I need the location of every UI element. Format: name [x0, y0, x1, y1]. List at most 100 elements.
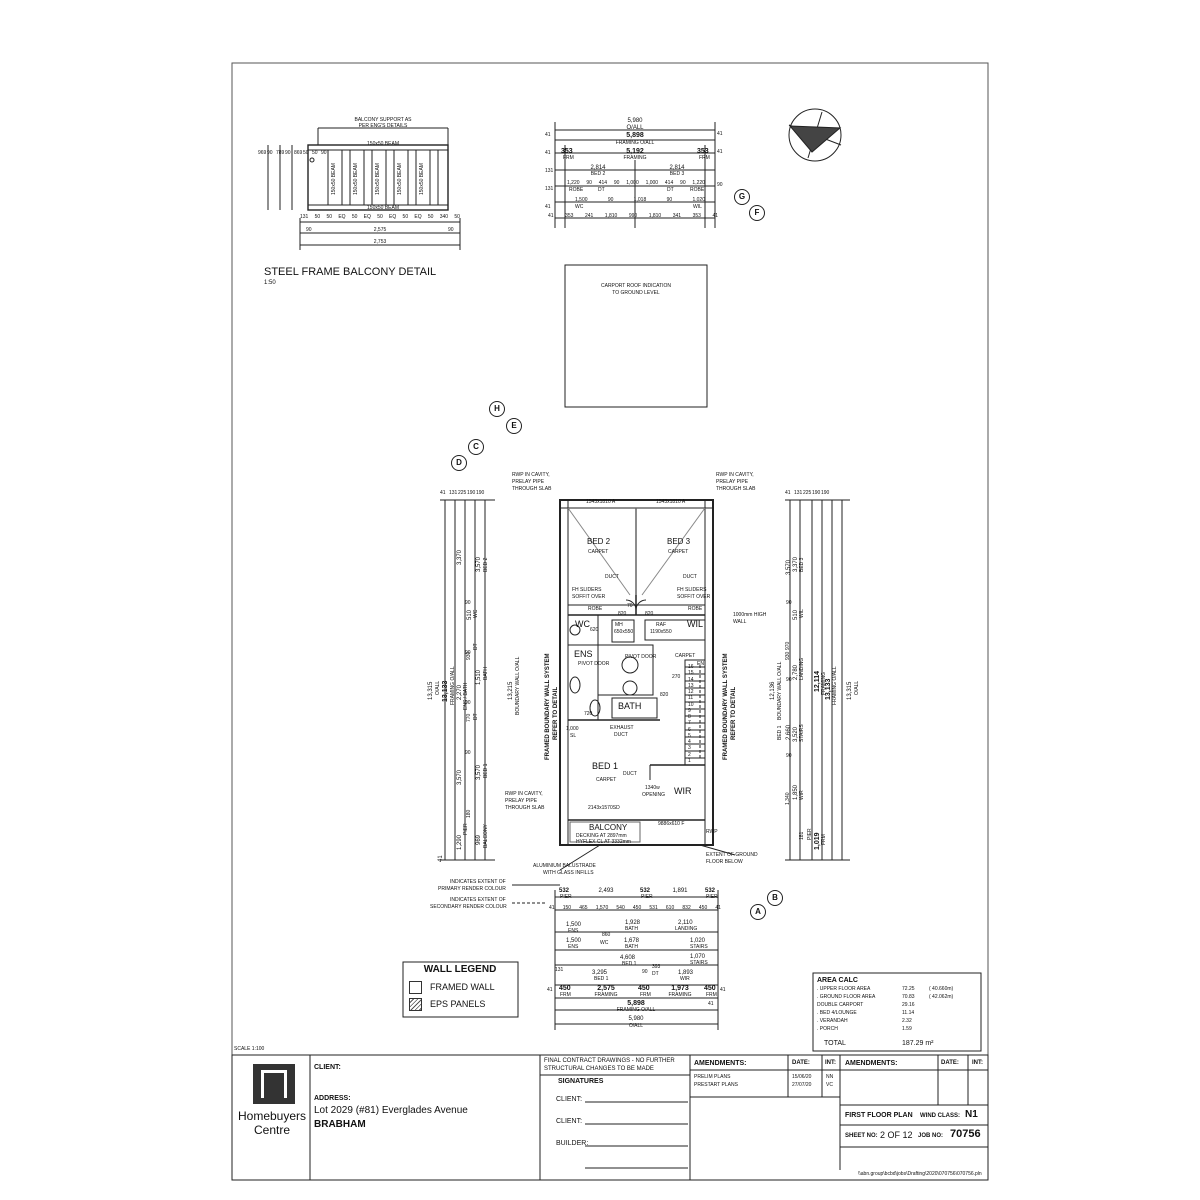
bottom-frm-right: 450: [704, 985, 716, 992]
bottom-row2-dimension: 450: [698, 905, 708, 911]
left-bed2-2: 3,570: [476, 556, 482, 572]
left-bed2: 3,370: [457, 549, 463, 565]
left-top-label: 190: [467, 490, 476, 496]
left-pier: 1,290: [457, 834, 463, 850]
balcony-left-dimension: 50: [303, 150, 309, 156]
top-dt-label-left: DT: [598, 187, 605, 193]
balcony-left-dimension: 90: [267, 150, 273, 156]
top-edge-41-right-2: 41: [717, 149, 723, 155]
right-frm: 1,019: [814, 832, 821, 850]
wind-class-label: WIND CLASS:: [920, 1113, 960, 1119]
left-bottom-41: 41: [438, 855, 444, 862]
suburb: BRABHAM: [314, 1119, 366, 1130]
bottom-wc-label: WC: [600, 940, 609, 946]
bottom-dim-1893: 1,893: [678, 970, 694, 976]
sl-label: SL: [570, 733, 577, 739]
left-bed2-label: BED 2: [483, 557, 489, 572]
bottom-dim-131: 131: [555, 967, 564, 973]
balcony-detail-title: STEEL FRAME BALCONY DETAIL: [264, 266, 437, 278]
balcony-dim-90-left: 90: [306, 227, 312, 233]
balcony-beam-vertical-2: 150x50 BEAM: [353, 163, 359, 195]
bottom-row2-dimension: 41: [549, 905, 555, 911]
bottom-wir-label: WIR: [680, 976, 690, 982]
room-wil: WIL: [687, 619, 704, 629]
right-top-label: 131: [794, 490, 803, 496]
right-dim-90: 90: [786, 753, 792, 759]
job-no-value: 70756: [950, 1128, 981, 1140]
bed3-carpet: CARPET: [668, 549, 689, 555]
left-framing-label: FRAMING O/ALL: [450, 666, 456, 705]
soffit-over-right: SOFFIT OVER: [677, 594, 711, 600]
balcony-beam-vertical-3: 150x50 BEAM: [375, 163, 381, 195]
top-framing-label: FRAMING: [623, 155, 647, 161]
signatures-label: SIGNATURES: [558, 1078, 604, 1085]
bottom-oall-label: O/ALL: [628, 1023, 644, 1029]
soffit-over-left: SOFFIT OVER: [572, 594, 606, 600]
eps-panels-swatch: [409, 998, 422, 1011]
rwp-right-2: PRELAY PIPE: [716, 479, 749, 485]
right-boundary-label: BOUNDARY WALL O/ALL: [777, 661, 783, 720]
right-dim-90: 90: [786, 677, 792, 683]
top-frm-right-label: FRM: [699, 155, 710, 161]
stair-number: 15: [688, 670, 694, 676]
room-ens: ENS: [574, 649, 593, 659]
left-top-label: 131: [449, 490, 458, 496]
balcony-dimension: EQ: [389, 214, 397, 220]
area-calc-label: DOUBLE CARPORT: [817, 1002, 864, 1008]
bottom-oall: 5,980: [628, 1016, 644, 1022]
balcony-detail-scale: 1:50: [264, 280, 276, 286]
top-bed2-label: BED 2: [590, 171, 606, 177]
stair-number: 8: [688, 714, 691, 720]
top-wc-dimension: 1,020: [692, 197, 705, 203]
balcony-left-dimension: 869: [294, 150, 303, 156]
duct-left: DUCT: [605, 574, 619, 580]
left-boundary: 13,215: [508, 681, 514, 700]
bottom-dim-1020: 1,020: [690, 938, 706, 944]
left-bed1: 3,570: [457, 769, 463, 785]
top-side-label: 41: [545, 132, 551, 138]
signature-client-2: CLIENT:: [556, 1118, 583, 1125]
amendments2-date-header: DATE:: [941, 1060, 959, 1066]
bed2-carpet: CARPET: [588, 549, 609, 555]
grid-tag-d: D: [451, 455, 467, 471]
top-bottom-dimension: 41: [548, 213, 554, 219]
amendments2-int-header: INT:: [972, 1060, 983, 1066]
bottom-bath-label-2: BATH: [625, 944, 638, 950]
stair-number: 7: [688, 720, 691, 726]
balcony-beam-top: 150x50 BEAM: [367, 141, 399, 147]
bottom-row2-dimension: 41: [715, 905, 721, 911]
left-dim-90: 90: [465, 750, 471, 756]
bottom-dim-1070: 1,070: [690, 954, 706, 960]
top-bottom-dimension: 990: [628, 213, 638, 219]
top-side-label: 131: [545, 186, 554, 192]
bottom-frm-left: 450: [559, 985, 571, 992]
raf-label: RAF: [656, 622, 666, 628]
bed1-carpet: CARPET: [596, 777, 617, 783]
room-bed3: BED 3: [667, 537, 691, 546]
top-bottom-dimension: 1,810: [648, 213, 662, 219]
grid-tag-f: F: [749, 205, 765, 221]
sl-dim: 1,000: [566, 726, 579, 732]
top-bottom-dimension: 353: [565, 213, 574, 219]
top-frm-right: 353: [697, 148, 709, 155]
pivot-door-ens: PIVOT DOOR: [578, 661, 610, 667]
carport-note-2: TO GROUND LEVEL: [612, 290, 660, 296]
dim-270-plan: 270: [672, 674, 681, 680]
balcony-dimension: 131: [300, 214, 309, 220]
area-calc-label: . PORCH: [817, 1026, 838, 1032]
sheet-no-value: 2 OF 12: [880, 1130, 913, 1140]
wall-legend-title: WALL LEGEND: [423, 964, 497, 975]
amendment-date: 27/07/20: [792, 1082, 812, 1088]
refer-detail-left: REFER TO DETAIL: [553, 686, 559, 740]
bottom-pier-right: 532: [705, 888, 716, 894]
right-framing2: 12,114: [814, 670, 821, 692]
top-robe-dimension: 90: [586, 180, 592, 186]
left-balcony-label: BALCONY: [483, 824, 489, 848]
top-bottom-dimension: 353: [692, 213, 701, 219]
window-bed3: 1543x1810 A: [656, 499, 686, 505]
right-pier-label: PIER: [807, 828, 813, 840]
